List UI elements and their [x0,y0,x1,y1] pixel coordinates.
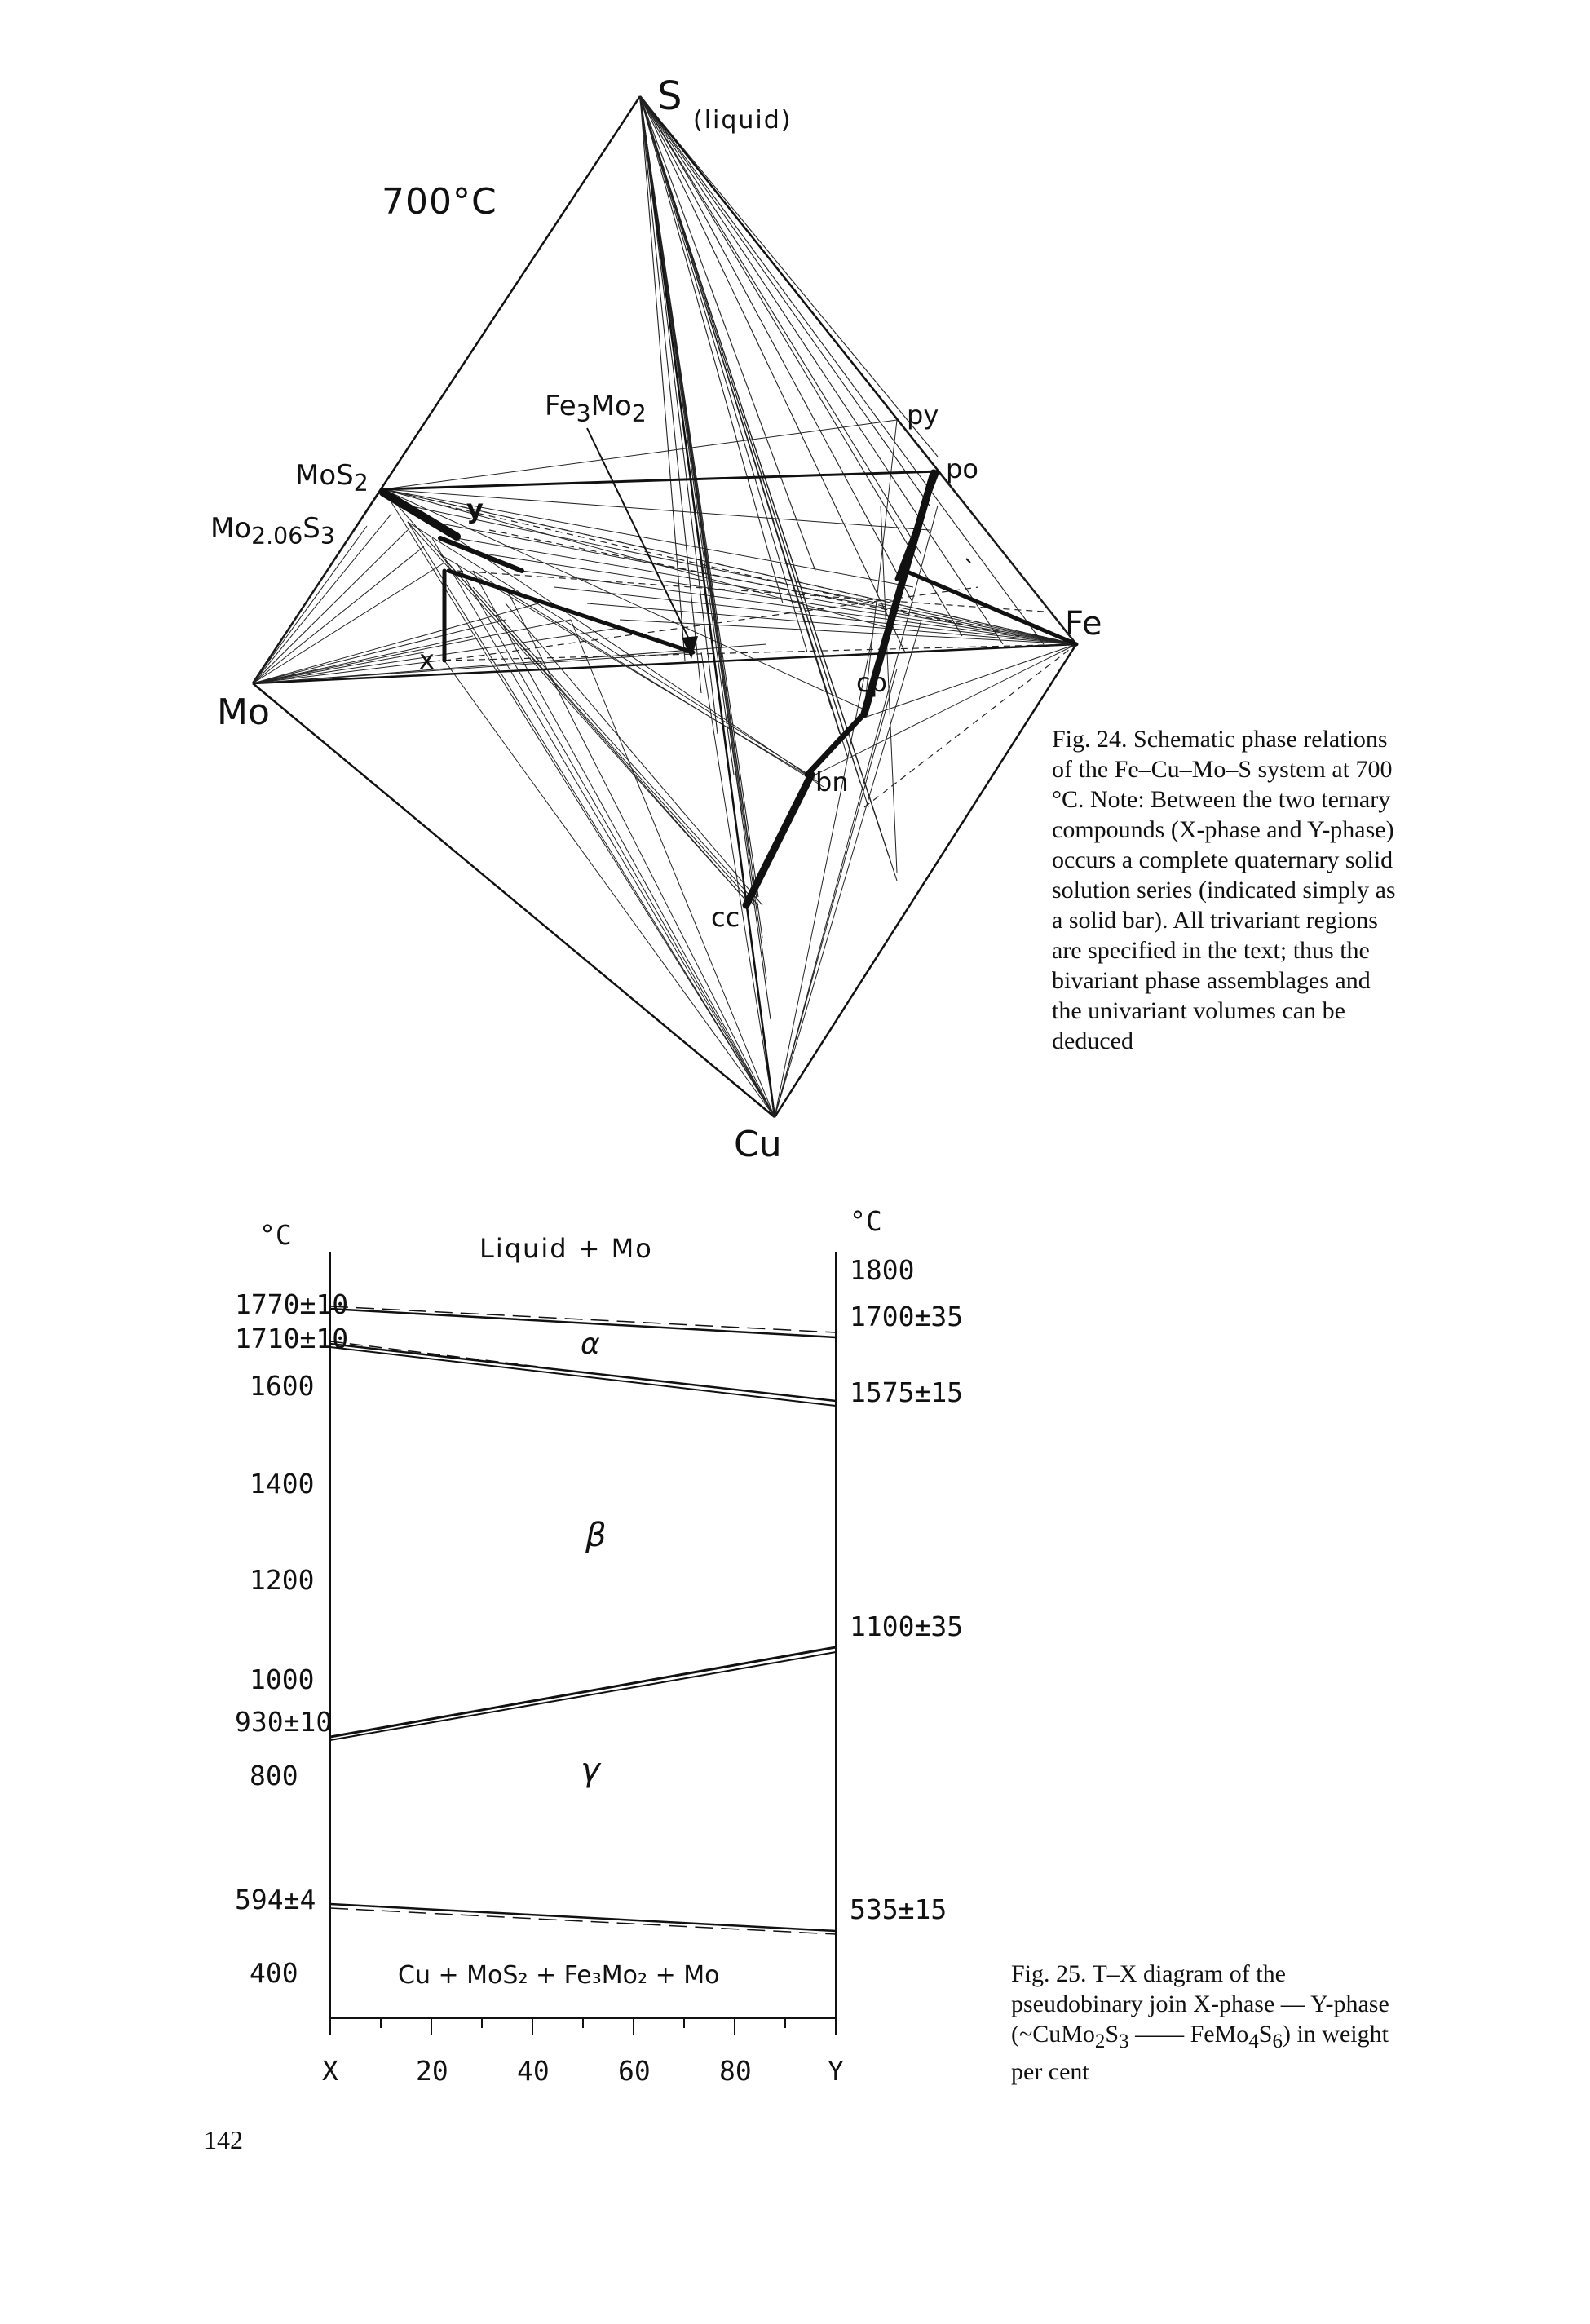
left-label-1200: 1200 [250,1564,315,1596]
fe3mo2-b: Mo [590,390,632,422]
fig25-caption-sub2: 3 [1119,2030,1129,2052]
fig25-caption-text: Fig. 25. T–X diagram of the pseudobinary… [1011,1959,1402,2087]
fig25-caption-b: S [1105,2021,1120,2048]
mo206s3-a: Mo [210,512,252,545]
phase-x-label: x [419,644,435,675]
dot-mark [965,558,971,563]
fig25-caption-sub4: 6 [1272,2030,1283,2052]
fig25-caption-d: S [1258,2021,1273,2048]
fig24-caption: Fig. 24. Schematic phase relations of th… [1052,724,1402,1056]
x-label-y: Y [828,2055,844,2087]
right-unit: °C [850,1205,882,1237]
left-label-1400: 1400 [250,1468,315,1500]
x-label-60: 60 [618,2055,651,2087]
left-label-1600: 1600 [250,1370,315,1402]
vertex-s-label: S [657,73,682,119]
left-label-1770: 1770±10 [235,1288,349,1320]
left-label-1710: 1710±10 [235,1323,349,1354]
phase-bn-label: bn [815,767,849,797]
left-label-1000: 1000 [250,1663,315,1695]
fig24-tetrahedron [251,95,1079,1118]
x-ticks [329,2018,837,2035]
region-solid-assemblage: Cu + MoS₂ + Fe₃Mo₂ + Mo [398,1961,720,1990]
phase-bars [379,469,1079,909]
phase-mo206s3-label: Mo2.06S3 [210,512,335,550]
tetrahedron-edges [251,95,1078,1118]
left-label-930: 930±10 [235,1706,333,1738]
x-label-80: 80 [719,2055,752,2087]
solidus-boundary [329,1902,837,1953]
mo206s3-b: S [303,512,320,545]
left-label-594: 594±4 [235,1884,316,1915]
left-label-800: 800 [250,1760,298,1792]
tie-lines-from-mo [252,493,767,684]
liquidus-boundary [329,1306,837,1339]
vertex-s-note: (liquid) [693,106,793,135]
phase-po-label: po [946,453,978,484]
right-label-1700: 1700±35 [850,1301,964,1332]
right-label-535: 535±15 [850,1893,947,1925]
mo206s3-sub1: 2.06 [251,522,303,550]
x-label-20: 20 [416,2055,448,2087]
fe3mo2-sub2: 2 [631,400,647,427]
fe3mo2-a: Fe [545,390,576,422]
phase-y-label: y [466,493,484,524]
phase-mos2-label: MoS2 [295,459,369,497]
region-alpha: α [581,1328,600,1361]
mos2-sub: 2 [353,469,369,497]
alpha-beta-boundary [329,1341,837,1407]
mo206s3-sub2: 3 [320,522,335,550]
beta-gamma-boundary [329,1646,837,1741]
phase-py-label: py [907,400,939,431]
fig25-caption-c: —— FeMo [1128,2021,1249,2048]
vertex-cu-label: Cu [734,1124,782,1165]
region-gamma: γ [581,1752,600,1789]
x-label-40: 40 [517,2055,550,2087]
left-unit: °C [259,1219,292,1251]
fe3mo2-arrow [586,427,698,659]
fig25-caption-e: ) in weight per cent [1011,2021,1389,2085]
region-liquid-mo: Liquid + Mo [479,1233,653,1264]
tx-frame [329,1252,837,2019]
fig25-caption-sub3: 4 [1248,2030,1259,2052]
right-label-1100: 1100±35 [850,1610,964,1642]
right-label-1800: 1800 [850,1254,915,1286]
fig24-caption-text: Fig. 24. Schematic phase relations of th… [1052,726,1396,1054]
phase-fe3mo2-label: Fe3Mo2 [545,390,647,427]
fig25-caption: Fig. 25. T–X diagram of the pseudobinary… [1011,1959,1402,2087]
right-label-1575: 1575±15 [850,1376,964,1408]
left-label-400: 400 [250,1957,298,1989]
mos2-text: MoS [295,459,354,492]
hidden-tie-lines [382,488,1077,808]
x-label-x: X [322,2055,338,2087]
fe3mo2-sub1: 3 [576,400,591,427]
region-beta: β [585,1517,607,1554]
vertex-mo-label: Mo [217,691,270,733]
vertex-fe-label: Fe [1065,605,1102,643]
temperature-label: 700°C [382,181,497,223]
fig25-caption-sub1: 2 [1094,2030,1106,2052]
fig25-caption-a: Fig. 25. T–X diagram of the pseudobinary… [1011,1960,1389,2048]
page-number: 142 [204,2125,243,2154]
phase-cc-label: cc [711,902,740,933]
phase-cp-label: cp [856,667,887,698]
